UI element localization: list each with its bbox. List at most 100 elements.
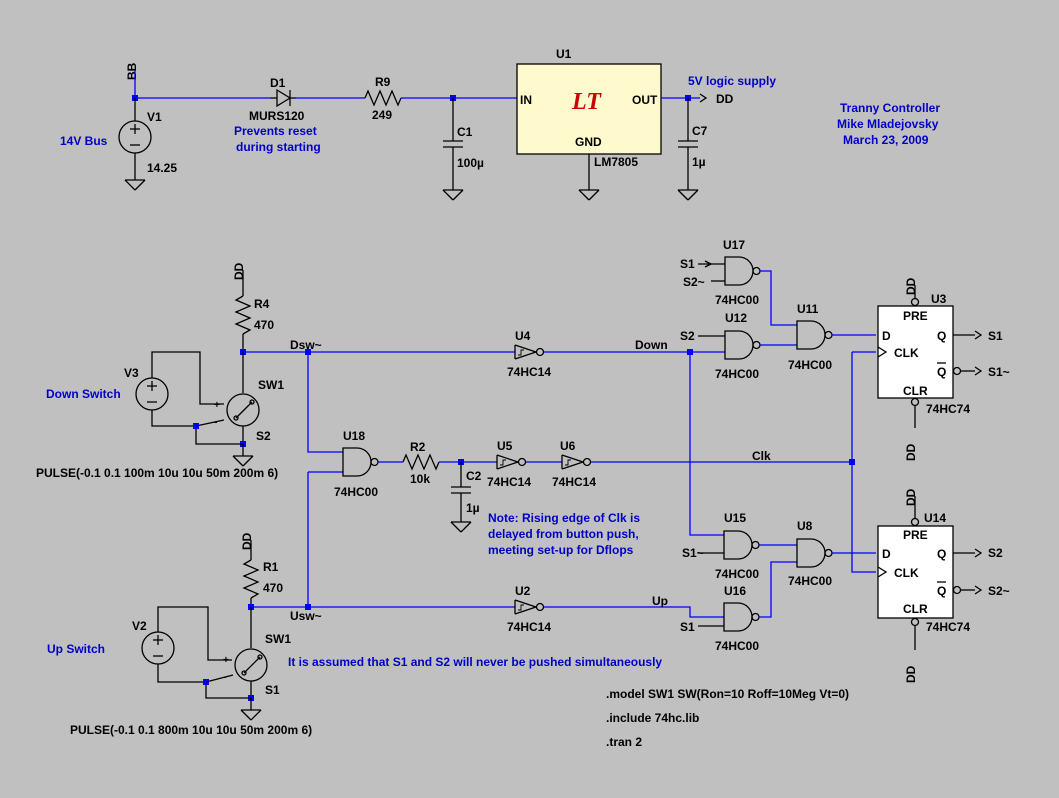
u5-label: U5 xyxy=(497,439,513,453)
u3-clk-pin: CLK xyxy=(894,346,919,360)
u3-qbar-net: S1~ xyxy=(988,365,1010,379)
u14-q-net: S2 xyxy=(988,546,1003,560)
u16-nand-gate xyxy=(723,602,760,632)
r9-value: 249 xyxy=(372,108,392,122)
r9-label: R9 xyxy=(375,75,391,89)
u3-label: U3 xyxy=(931,292,947,306)
u14-clk-pin: CLK xyxy=(894,566,919,580)
u5-schmitt-inverter xyxy=(496,454,527,470)
u2-schmitt-inverter xyxy=(514,599,545,615)
r2-resistor xyxy=(402,453,440,471)
sw1-down-label: SW1 xyxy=(258,378,284,392)
v3-label: V3 xyxy=(124,366,139,380)
supply-label: 5V logic supply xyxy=(688,74,776,88)
u5-part: 74HC14 xyxy=(487,475,531,489)
u14-q-pin: Q xyxy=(937,547,946,561)
ground-symbol xyxy=(232,455,254,467)
u15-nand-gate xyxy=(723,530,760,560)
c7-capacitor xyxy=(677,140,699,148)
r1-label: R1 xyxy=(263,560,279,574)
u11-nand-gate xyxy=(796,320,833,350)
u17-input-a: S1 xyxy=(680,257,695,271)
u16-input-b: S1 xyxy=(680,620,695,634)
u3-d-pin: D xyxy=(882,329,891,343)
d1-label: D1 xyxy=(270,76,286,90)
v1-voltage-source xyxy=(118,120,152,154)
sw1-up-label: SW1 xyxy=(265,632,291,646)
d1-model: MURS120 xyxy=(249,109,305,123)
include-directive: .include 74hc.lib xyxy=(606,711,699,725)
model-directive: .model SW1 SW(Ron=10 Roff=10Meg Vt=0) xyxy=(606,687,849,701)
d1-diode xyxy=(270,88,296,108)
c1-value: 100µ xyxy=(457,156,484,170)
u15-input-b: S1~ xyxy=(682,546,704,560)
c2-label: C2 xyxy=(466,469,482,483)
title-line3: March 23, 2009 xyxy=(843,133,929,147)
u1-gnd-pin: GND xyxy=(575,135,602,149)
u16-part: 74HC00 xyxy=(715,639,759,653)
u14-qbar-net: S2~ xyxy=(988,584,1010,598)
up-pulse-spec: PULSE(-0.1 0.1 800m 10u 10u 50m 200m 6) xyxy=(70,723,312,737)
dd-net-label: DD xyxy=(904,488,918,506)
d1-note-line1: Prevents reset xyxy=(234,124,317,138)
up-switch-label: Up Switch xyxy=(47,642,105,656)
down-switch-label: Down Switch xyxy=(46,387,121,401)
clk-note-line1: Note: Rising edge of Clk is xyxy=(488,511,640,525)
logic-section: U17 74HC00 S1 S2~ U12 74HC00 S2 U11 74HC… xyxy=(680,238,876,653)
u17-input-b: S2~ xyxy=(683,275,705,289)
dd-net-label: DD xyxy=(240,532,254,550)
u11-label: U11 xyxy=(797,302,819,316)
v2-voltage-source xyxy=(141,631,175,665)
v2-label: V2 xyxy=(132,619,147,633)
dd-net-label: DD xyxy=(904,665,918,683)
ground-symbol xyxy=(578,189,600,201)
down-net-label: Down xyxy=(635,338,668,352)
u14-clr-pin: CLR xyxy=(903,602,928,616)
lt-logo: LT xyxy=(571,89,602,115)
c7-value: 1µ xyxy=(692,155,706,169)
u15-label: U15 xyxy=(724,511,746,525)
u11-part: 74HC00 xyxy=(788,358,832,372)
u17-part: 74HC00 xyxy=(715,293,759,307)
u12-input-a: S2 xyxy=(680,329,695,343)
u1-label: U1 xyxy=(556,47,572,61)
u3-qbar-pin: Q xyxy=(937,365,946,379)
title-line1: Tranny Controller xyxy=(840,101,940,115)
u16-label: U16 xyxy=(724,584,746,598)
u15-part: 74HC00 xyxy=(715,567,759,581)
bus-label: 14V Bus xyxy=(60,134,108,148)
u2-label: U2 xyxy=(515,584,531,598)
c1-label: C1 xyxy=(457,125,473,139)
clk-note-line2: delayed from button push, xyxy=(488,527,639,541)
dd-net-label: DD xyxy=(232,262,246,280)
down-pulse-spec: PULSE(-0.1 0.1 100m 10u 10u 50m 200m 6) xyxy=(36,466,278,480)
r2-value: 10k xyxy=(410,472,430,486)
v3-voltage-source xyxy=(135,377,169,411)
r4-value: 470 xyxy=(254,318,274,332)
simulation-notes: It is assumed that S1 and S2 will never … xyxy=(288,655,849,749)
u8-part: 74HC00 xyxy=(788,574,832,588)
r4-label: R4 xyxy=(254,297,270,311)
dd-net-label: DD xyxy=(904,277,918,295)
u8-label: U8 xyxy=(797,519,813,533)
clk-net-label: Clk xyxy=(752,449,771,463)
minus-sign: - xyxy=(214,417,217,428)
c2-capacitor xyxy=(450,486,472,494)
ground-symbol xyxy=(240,709,262,721)
ground-symbol xyxy=(677,189,699,201)
v1-value: 14.25 xyxy=(147,161,177,175)
u14-label: U14 xyxy=(924,511,946,525)
usw-net-label: Usw~ xyxy=(290,609,322,623)
u1-out-pin: OUT xyxy=(632,93,658,107)
s2-label: S2 xyxy=(256,429,271,443)
u6-label: U6 xyxy=(560,439,576,453)
u14-qbar-pin: Q xyxy=(937,584,946,598)
dd-net-label: DD xyxy=(904,443,918,461)
u8-nand-gate xyxy=(796,538,833,568)
r1-value: 470 xyxy=(263,581,283,595)
r1-resistor xyxy=(242,559,260,599)
tran-directive: .tran 2 xyxy=(606,735,642,749)
r4-resistor xyxy=(234,295,252,335)
